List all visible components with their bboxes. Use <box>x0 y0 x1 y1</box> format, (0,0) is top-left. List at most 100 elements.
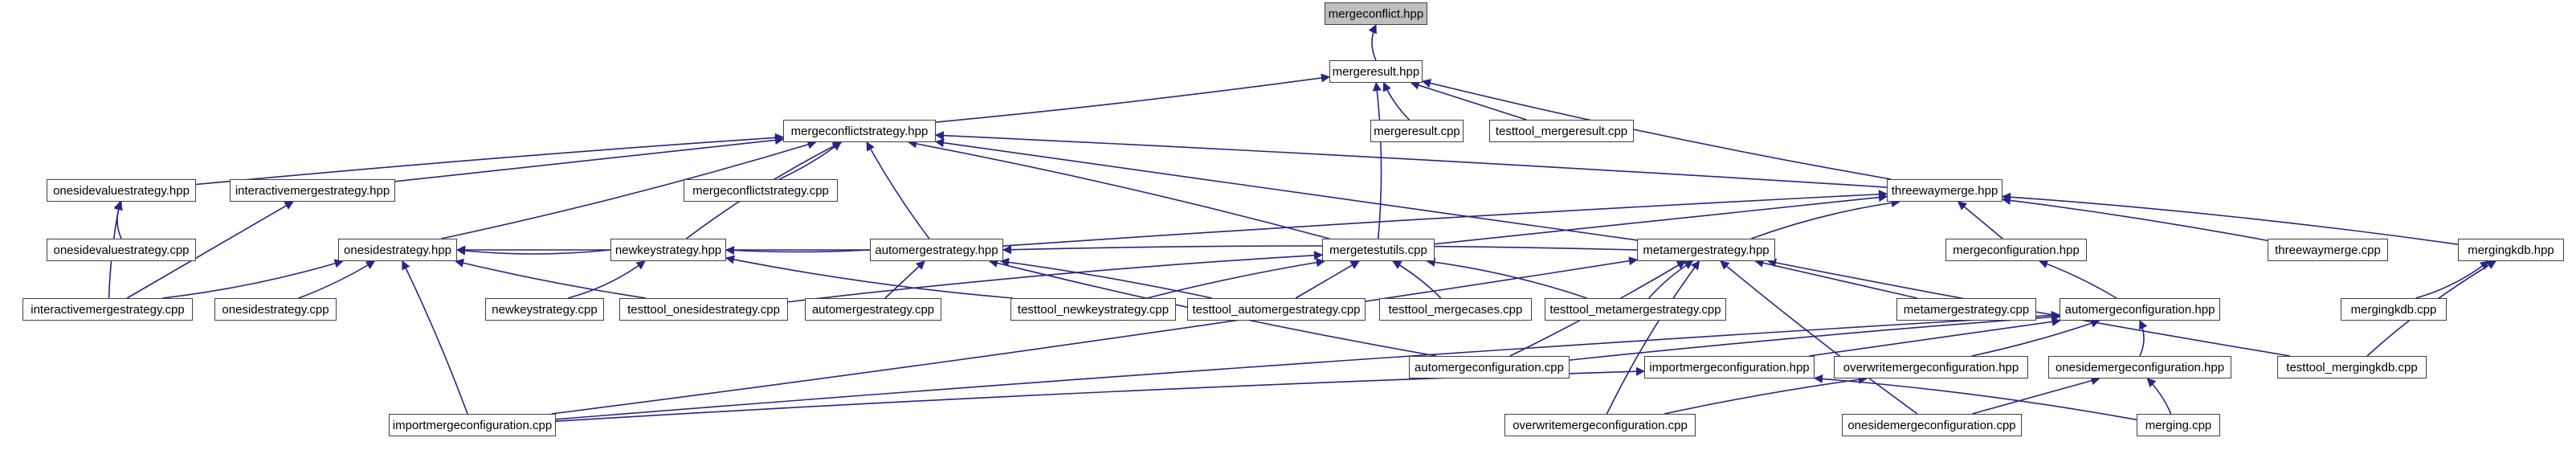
graph-node-label: mergetestutils.cpp <box>1329 243 1427 257</box>
graph-node-label: testtool_newkeystrategy.cpp <box>1017 302 1170 317</box>
graph-node-mergeconflict-hpp[interactable]: mergeconflict.hpp <box>1325 2 1427 25</box>
graph-node-label: mergeresult.cpp <box>1374 124 1460 138</box>
graph-edge-newkeystrategy-hpp-to-onesidestrategy-hpp <box>455 246 611 256</box>
graph-node-interactivemergestrategy-cpp[interactable]: interactivemergestrategy.cpp <box>22 298 193 321</box>
graph-edge-testtool-mergecases-cpp-to-mergetestutils-cpp <box>1392 260 1442 299</box>
graph-node-automergestrategy-cpp[interactable]: automergestrategy.cpp <box>805 298 941 321</box>
graph-edge-interactivemergestrategy-cpp-to-onesidestrategy-hpp <box>162 259 344 299</box>
graph-edge-testtool-metamergestrategy-cpp-to-metamergestrategy-hpp <box>1648 260 1694 299</box>
graph-node-label: automergeconfiguration.cpp <box>1415 360 1564 374</box>
graph-node-label: onesidemergeconfiguration.cpp <box>1847 418 2016 432</box>
graph-edge-metamergestrategy-cpp-to-metamergestrategy-hpp <box>1754 258 1917 299</box>
graph-node-mergingkdb-hpp[interactable]: mergingkdb.hpp <box>2458 239 2564 261</box>
graph-node-onesidestrategy-cpp[interactable]: onesidestrategy.cpp <box>214 298 337 321</box>
graph-edge-importmergeconfiguration-cpp-to-metamergestrategy-hpp <box>551 256 1639 415</box>
graph-node-mergeconflictstrategy-cpp[interactable]: mergeconflictstrategy.cpp <box>684 179 838 202</box>
graph-node-testtool-onesidestrategy-cpp[interactable]: testtool_onesidestrategy.cpp <box>619 298 788 321</box>
graph-node-importmergeconfiguration-cpp[interactable]: importmergeconfiguration.cpp <box>389 414 556 436</box>
graph-node-newkeystrategy-cpp[interactable]: newkeystrategy.cpp <box>485 298 604 321</box>
graph-edge-importmergeconfiguration-cpp-to-importmergeconfiguration-hpp <box>555 366 1646 423</box>
graph-node-mergingkdb-cpp[interactable]: mergingkdb.cpp <box>2341 298 2447 321</box>
graph-edge-importmergeconfiguration-hpp-to-automergeconfiguration-hpp <box>1809 317 2061 357</box>
graph-node-label: newkeystrategy.cpp <box>492 302 598 317</box>
graph-node-newkeystrategy-hpp[interactable]: newkeystrategy.hpp <box>610 239 726 261</box>
graph-node-label: mergeresult.hpp <box>1332 64 1420 79</box>
graph-node-label: automergestrategy.cpp <box>811 302 935 317</box>
graph-edge-onesidestrategy-cpp-to-onesidestrategy-hpp <box>298 260 376 299</box>
graph-node-merging-cpp[interactable]: merging.cpp <box>2137 414 2220 436</box>
graph-node-threewaymerge-hpp[interactable]: threewaymerge.hpp <box>1887 179 2002 202</box>
graph-edge-mergetestutils-cpp-to-mergeresult-hpp <box>1372 81 1382 239</box>
graph-node-overwritemergeconfiguration-cpp[interactable]: overwritemergeconfiguration.cpp <box>1504 414 1696 436</box>
graph-node-interactivemergestrategy-hpp[interactable]: interactivemergestrategy.hpp <box>230 179 395 202</box>
graph-edge-onesidevaluestrategy-cpp-to-onesidevaluestrategy-hpp <box>113 200 123 239</box>
graph-node-label: importmergeconfiguration.cpp <box>392 418 553 432</box>
graph-node-testtool-metamergestrategy-cpp[interactable]: testtool_metamergestrategy.cpp <box>1545 298 1726 321</box>
graph-node-automergeconfiguration-hpp[interactable]: automergeconfiguration.hpp <box>2060 298 2220 321</box>
graph-node-label: automergeconfiguration.hpp <box>2064 302 2215 317</box>
graph-edge-mergingkdb-hpp-to-threewaymerge-hpp <box>2001 192 2459 245</box>
graph-edge-testtool-metamergestrategy-cpp-to-mergetestutils-cpp <box>1426 257 1587 299</box>
graph-node-metamergestrategy-cpp[interactable]: metamergestrategy.cpp <box>1896 298 2036 321</box>
graph-edge-overwritemergeconfiguration-hpp-to-automergeconfiguration-hpp <box>1971 318 2100 357</box>
graph-node-automergestrategy-hpp[interactable]: automergestrategy.hpp <box>870 239 1003 261</box>
graph-edge-metamergestrategy-hpp-to-mergeconflictstrategy-hpp <box>934 138 1638 241</box>
graph-node-testtool-mergecases-cpp[interactable]: testtool_mergecases.cpp <box>1379 298 1532 321</box>
graph-node-label: newkeystrategy.hpp <box>614 243 722 257</box>
graph-edge-mergeresult-cpp-to-mergeresult-hpp <box>1382 81 1410 121</box>
graph-node-threewaymerge-cpp[interactable]: threewaymerge.cpp <box>2268 239 2388 261</box>
graph-node-label: interactivemergestrategy.cpp <box>31 302 185 317</box>
graph-node-mergeconfiguration-hpp[interactable]: mergeconfiguration.hpp <box>1945 239 2087 261</box>
graph-node-mergeconflictstrategy-hpp[interactable]: mergeconflictstrategy.hpp <box>783 120 936 142</box>
graph-edge-automergeconfiguration-cpp-to-automergeconfiguration-hpp <box>1569 313 2061 361</box>
graph-node-onesidevaluestrategy-hpp[interactable]: onesidevaluestrategy.hpp <box>47 179 196 202</box>
graph-edge-newkeystrategy-cpp-to-newkeystrategy-hpp <box>567 260 646 299</box>
graph-node-testtool-mergeresult-cpp[interactable]: testtool_mergeresult.cpp <box>1489 120 1634 142</box>
graph-edge-merging-cpp-to-onesidemergeconfiguration-hpp <box>2146 378 2172 415</box>
graph-edge-overwritemergeconfiguration-cpp-to-metamergestrategy-hpp <box>1606 260 1700 415</box>
graph-node-automergeconfiguration-cpp[interactable]: automergeconfiguration.cpp <box>1409 356 1570 378</box>
graph-edge-onesidevaluestrategy-hpp-to-mergeconflictstrategy-hpp <box>195 133 785 186</box>
graph-node-onesidevaluestrategy-cpp[interactable]: onesidevaluestrategy.cpp <box>47 239 196 261</box>
graph-node-label: importmergeconfiguration.hpp <box>1649 360 1810 374</box>
graph-node-label: onesidestrategy.hpp <box>344 243 451 257</box>
graph-node-label: merging.cpp <box>2145 418 2212 432</box>
graph-node-onesidemergeconfiguration-cpp[interactable]: onesidemergeconfiguration.cpp <box>1842 414 2022 436</box>
graph-node-mergeresult-hpp[interactable]: mergeresult.hpp <box>1329 60 1423 83</box>
graph-edge-automergestrategy-cpp-to-automergestrategy-hpp <box>884 260 925 299</box>
graph-node-onesidestrategy-hpp[interactable]: onesidestrategy.hpp <box>338 239 457 261</box>
graph-edge-metamergestrategy-hpp-to-automergestrategy-hpp <box>1002 245 1638 255</box>
graph-edge-onesidemergeconfiguration-cpp-to-metamergestrategy-hpp <box>1720 260 1918 415</box>
graph-node-label: threewaymerge.hpp <box>1891 183 1998 198</box>
graph-node-label: metamergestrategy.hpp <box>1643 243 1770 257</box>
graph-node-label: onesidemergeconfiguration.hpp <box>2055 360 2225 374</box>
graph-node-importmergeconfiguration-hpp[interactable]: importmergeconfiguration.hpp <box>1644 356 1815 378</box>
graph-node-label: mergeconfiguration.hpp <box>1953 243 2080 257</box>
graph-node-onesidemergeconfiguration-hpp[interactable]: onesidemergeconfiguration.hpp <box>2048 356 2231 378</box>
graph-node-mergeresult-cpp[interactable]: mergeresult.cpp <box>1370 120 1464 142</box>
graph-node-metamergestrategy-hpp[interactable]: metamergestrategy.hpp <box>1637 239 1775 261</box>
graph-node-label: testtool_onesidestrategy.cpp <box>627 302 780 317</box>
graph-node-label: testtool_metamergestrategy.cpp <box>1549 302 1721 317</box>
graph-node-label: testtool_mergingkdb.cpp <box>2286 360 2418 374</box>
graph-edge-mergeconfiguration-hpp-to-threewaymerge-hpp <box>1957 201 2003 239</box>
graph-edge-automergestrategy-hpp-to-mergeconflictstrategy-hpp <box>866 141 930 239</box>
graph-node-testtool-newkeystrategy-cpp[interactable]: testtool_newkeystrategy.cpp <box>1010 298 1176 321</box>
graph-node-label: mergingkdb.hpp <box>2468 243 2554 257</box>
graph-node-label: testtool_automergestrategy.cpp <box>1192 302 1361 317</box>
graph-node-testtool-mergingkdb-cpp[interactable]: testtool_mergingkdb.cpp <box>2277 356 2427 378</box>
graph-edge-threewaymerge-cpp-to-threewaymerge-hpp <box>2001 195 2268 242</box>
graph-edge-threewaymerge-hpp-to-mergeconflictstrategy-hpp <box>934 131 1888 188</box>
graph-edge-metamergestrategy-hpp-to-threewaymerge-hpp <box>1750 198 1900 239</box>
graph-node-mergetestutils-cpp[interactable]: mergetestutils.cpp <box>1322 239 1435 261</box>
graph-node-label: automergestrategy.hpp <box>875 243 998 257</box>
graph-edge-mergetestutils-cpp-to-mergeconflictstrategy-hpp <box>908 139 1330 239</box>
graph-node-label: testtool_mergecases.cpp <box>1388 302 1523 317</box>
graph-node-label: mergeconflictstrategy.cpp <box>692 183 829 198</box>
graph-edge-onesidemergeconfiguration-hpp-to-automergeconfiguration-hpp <box>2139 319 2148 357</box>
graph-node-label: interactivemergestrategy.hpp <box>235 183 390 198</box>
graph-edge-importmergeconfiguration-cpp-to-onesidestrategy-hpp <box>402 260 468 415</box>
graph-node-testtool-automergestrategy-cpp[interactable]: testtool_automergestrategy.cpp <box>1187 298 1366 321</box>
graph-node-overwritemergeconfiguration-hpp[interactable]: overwritemergeconfiguration.hpp <box>1834 356 2028 378</box>
